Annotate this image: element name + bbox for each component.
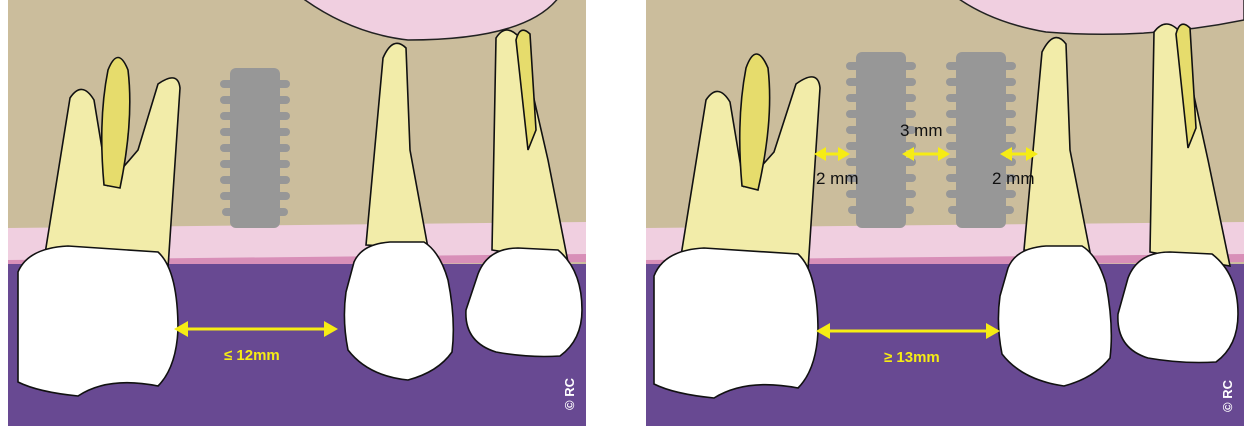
double-implant-diagram: 2 mm 3 mm 2 mm ≥ 13mm © RC [646, 0, 1244, 426]
copyright-label: © RC [562, 377, 577, 410]
implant [220, 68, 290, 228]
gap-label: ≥ 13mm [884, 349, 940, 366]
between-implants-label: 3 mm [900, 121, 943, 140]
tooth-implant-right-label: 2 mm [992, 169, 1035, 188]
implant-right [946, 52, 1016, 228]
single-implant-panel: ≤ 12mm © RC [8, 0, 586, 426]
double-implant-panel: 2 mm 3 mm 2 mm ≥ 13mm © RC [646, 0, 1244, 426]
tooth-implant-left-label: 2 mm [816, 169, 859, 188]
gap-label: ≤ 12mm [224, 347, 280, 364]
copyright-label: © RC [1220, 379, 1235, 412]
single-implant-diagram: ≤ 12mm © RC [8, 0, 586, 426]
implant-left [846, 52, 916, 228]
